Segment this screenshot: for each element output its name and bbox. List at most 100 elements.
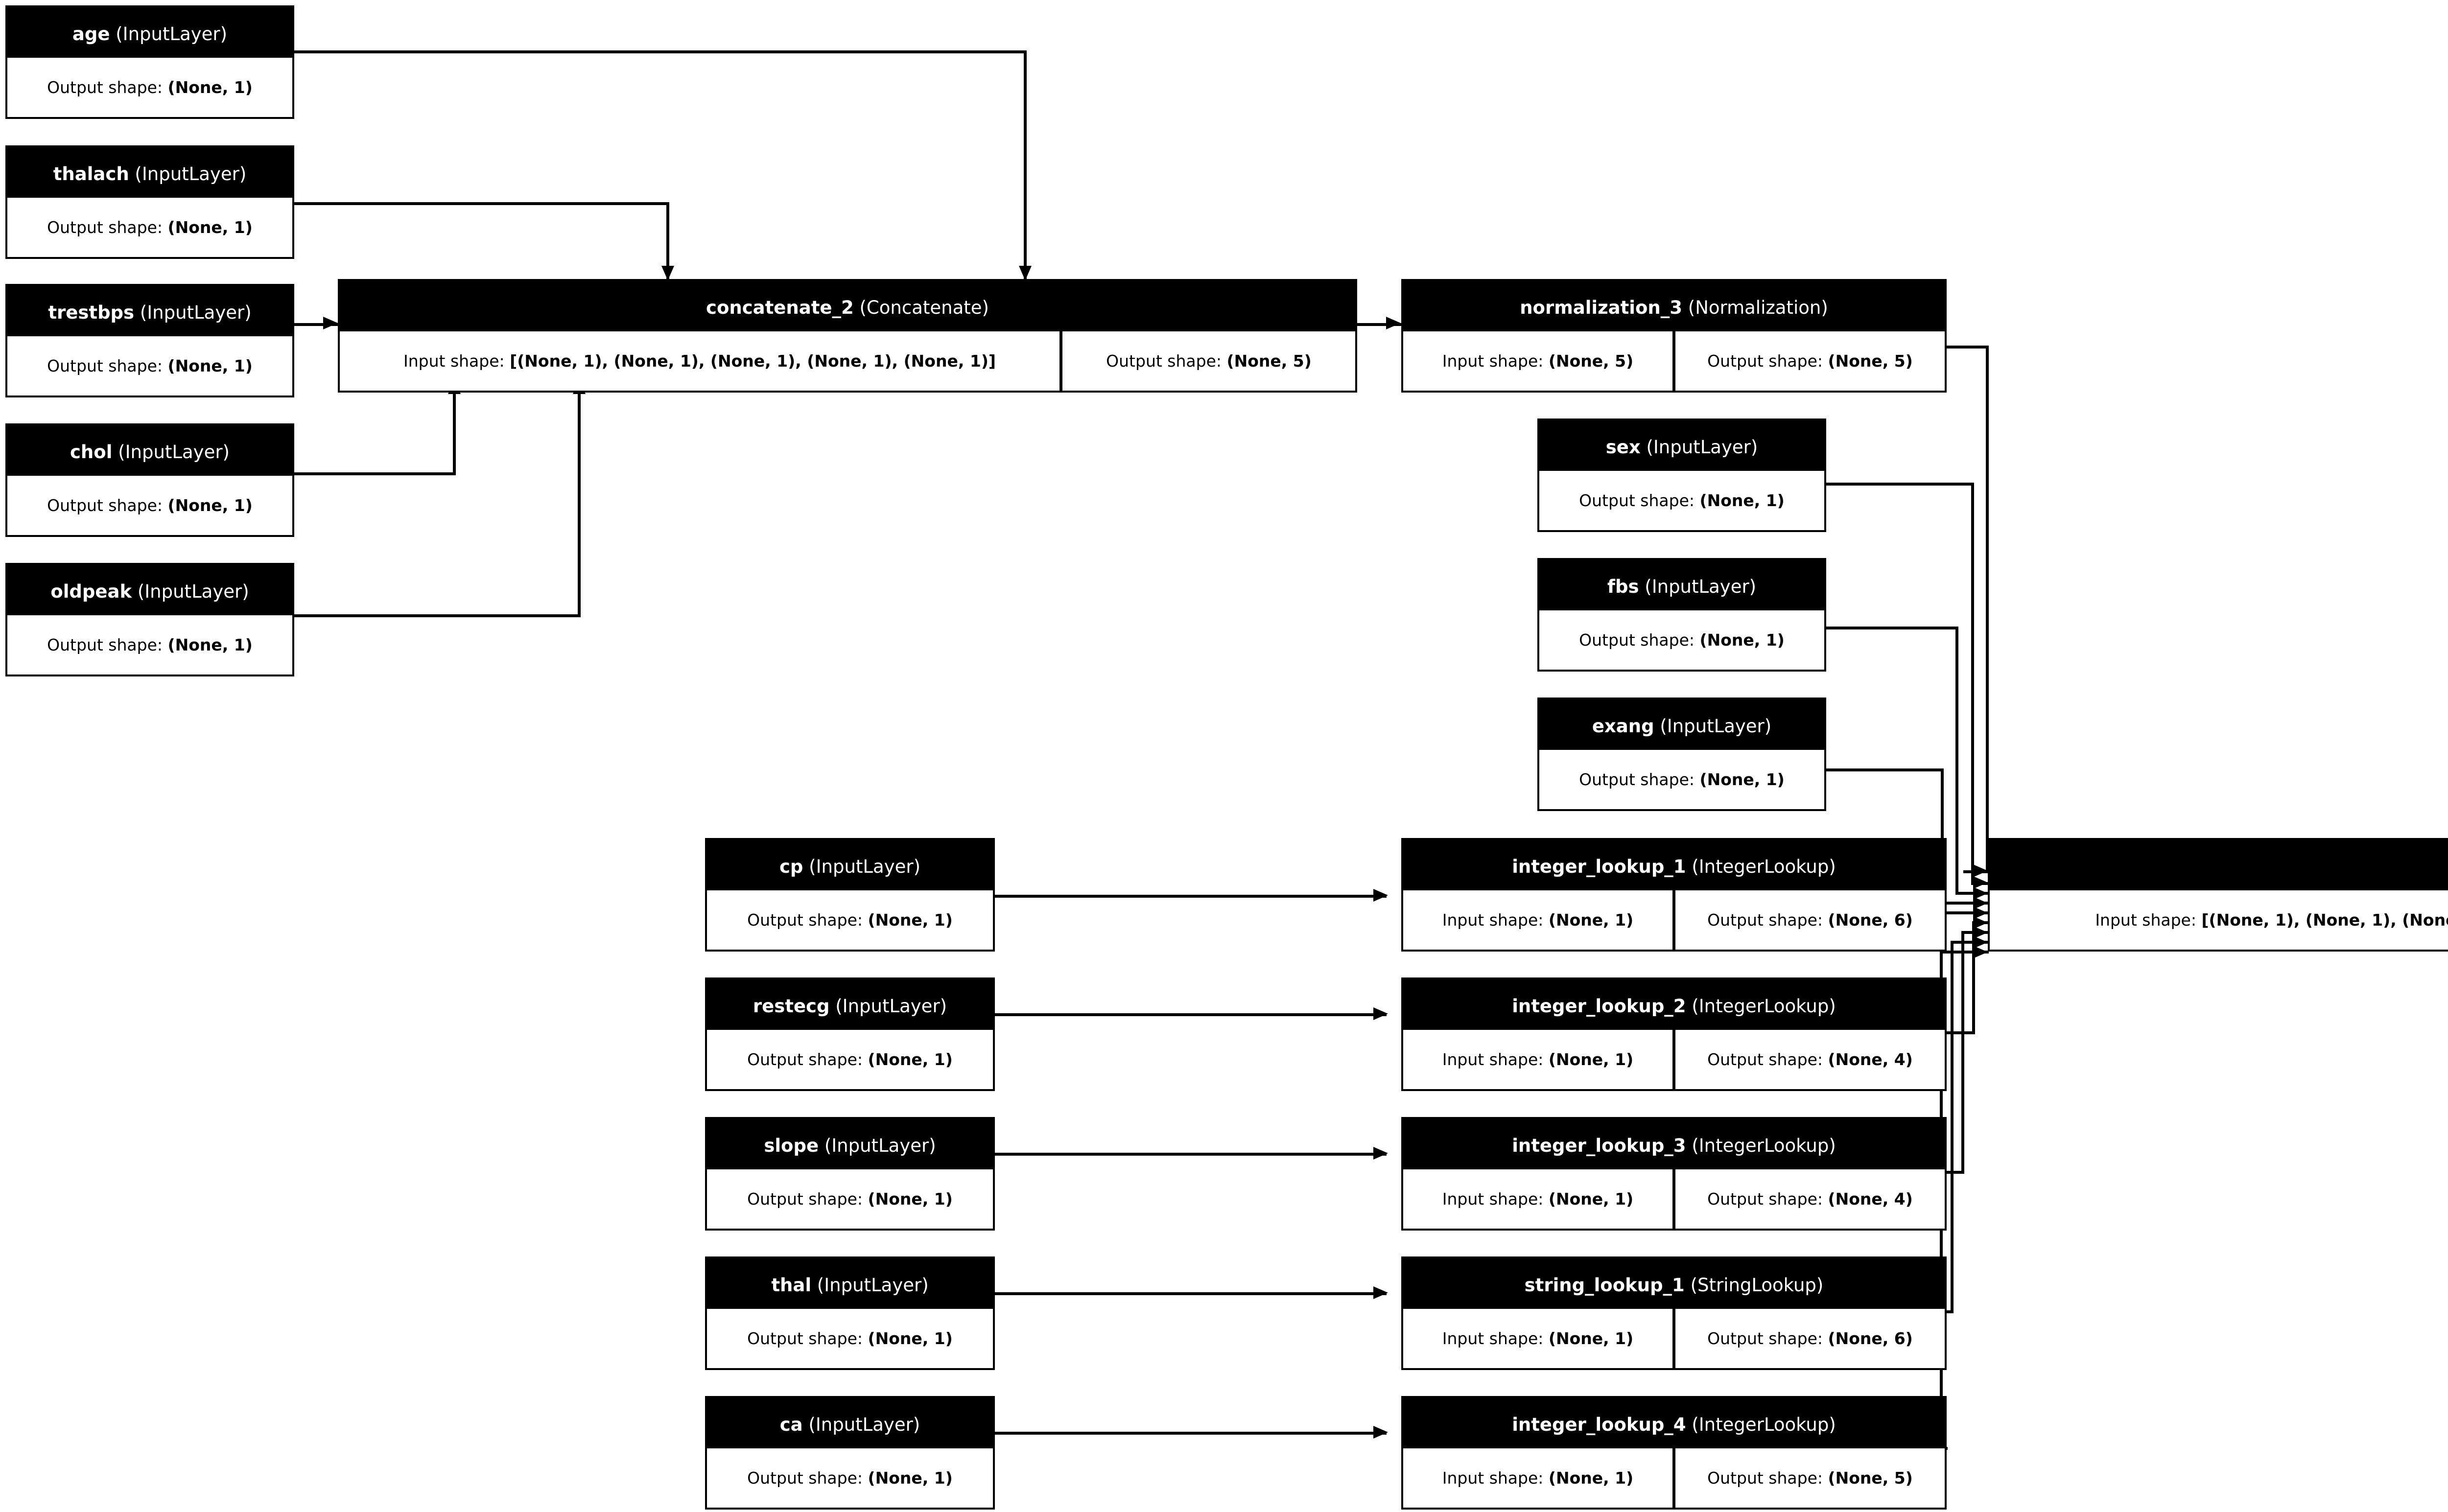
- node-integer-lookup-1[interactable]: integer_lookup_1 (IntegerLookup) Input s…: [1401, 838, 1947, 952]
- node-integer-lookup-4-type: (IntegerLookup): [1692, 1414, 1836, 1435]
- node-exang-name: exang: [1592, 716, 1654, 737]
- arrowhead-ca-to-integerlookup4: [1373, 1426, 1388, 1439]
- node-cp-header: cp (InputLayer): [707, 840, 993, 890]
- node-ca-type: (InputLayer): [808, 1414, 920, 1435]
- node-exang[interactable]: exang (InputLayer) Output shape: (None, …: [1537, 698, 1826, 811]
- output-shape-label: Output shape:: [1707, 1468, 1823, 1488]
- edge-sex-to-concatenate3-horizontal: [1826, 483, 1974, 486]
- arrowhead-slope-to-integerlookup3: [1373, 1147, 1388, 1160]
- node-string-lookup-1-output-value: (None, 6): [1828, 1329, 1913, 1348]
- node-string-lookup-1-type: (StringLookup): [1690, 1275, 1824, 1296]
- output-shape-label: Output shape:: [1579, 630, 1695, 650]
- edge-slope-to-integerlookup3: [995, 1153, 1387, 1156]
- node-fbs[interactable]: fbs (InputLayer) Output shape: (None, 1): [1537, 558, 1826, 672]
- node-concatenate-3-header: concatenate_3 (Concatenate): [1990, 840, 2448, 890]
- node-integer-lookup-1-header: integer_lookup_1 (IntegerLookup): [1403, 840, 1945, 890]
- node-normalization-3-name: normalization_3: [1520, 297, 1682, 318]
- edge-fbs-to-concatenate3-vertical: [1955, 627, 1958, 895]
- node-string-lookup-1-input-cell: Input shape: (None, 1): [1403, 1309, 1672, 1368]
- node-integer-lookup-4-header: integer_lookup_4 (IntegerLookup): [1403, 1398, 1945, 1448]
- edge-oldpeak-to-concatenate2-vertical: [578, 394, 581, 617]
- node-integer-lookup-2[interactable]: integer_lookup_2 (IntegerLookup) Input s…: [1401, 977, 1947, 1091]
- edge-integerlookup1-to-concatenate3-horizontal: [1947, 911, 1989, 914]
- node-cp-name: cp: [779, 856, 803, 877]
- node-string-lookup-1-input-value: (None, 1): [1548, 1329, 1634, 1348]
- node-integer-lookup-4[interactable]: integer_lookup_4 (IntegerLookup) Input s…: [1401, 1396, 1947, 1510]
- node-string-lookup-1-name: string_lookup_1: [1524, 1275, 1685, 1296]
- node-thal[interactable]: thal (InputLayer) Output shape: (None, 1…: [705, 1256, 995, 1370]
- node-slope-output-cell: Output shape: (None, 1): [707, 1169, 993, 1229]
- node-normalization-3-output-cell: Output shape: (None, 5): [1675, 331, 1945, 391]
- node-integer-lookup-3-type: (IntegerLookup): [1692, 1135, 1836, 1156]
- node-integer-lookup-4-input-cell: Input shape: (None, 1): [1403, 1448, 1672, 1508]
- node-trestbps-output-cell: Output shape: (None, 1): [7, 336, 292, 395]
- node-oldpeak-header: oldpeak (InputLayer): [7, 565, 292, 615]
- node-exang-output-cell: Output shape: (None, 1): [1539, 750, 1824, 809]
- node-restecg-type: (InputLayer): [835, 996, 947, 1017]
- edge-age-to-concatenate2-vertical: [1024, 50, 1027, 280]
- node-age-body: Output shape: (None, 1): [7, 58, 292, 117]
- edge-oldpeak-to-concatenate2-horizontal: [294, 614, 581, 617]
- node-integer-lookup-1-type: (IntegerLookup): [1692, 856, 1836, 877]
- node-concatenate-3-input-value: [(None, 1), (None, 1), (None, 1), (None,…: [2201, 910, 2448, 930]
- node-concatenate-2-body: Input shape: [(None, 1), (None, 1), (Non…: [340, 331, 1355, 391]
- node-slope[interactable]: slope (InputLayer) Output shape: (None, …: [705, 1117, 995, 1231]
- node-chol-name: chol: [70, 442, 113, 463]
- node-slope-header: slope (InputLayer): [707, 1119, 993, 1169]
- node-trestbps[interactable]: trestbps (InputLayer) Output shape: (Non…: [5, 284, 294, 397]
- input-shape-label: Input shape:: [403, 351, 505, 371]
- node-restecg-header: restecg (InputLayer): [707, 979, 993, 1030]
- edge-integerlookup3-to-concatenate3-horizontal: [1947, 1171, 1964, 1174]
- node-ca[interactable]: ca (InputLayer) Output shape: (None, 1): [705, 1396, 995, 1510]
- node-sex-output-value: (None, 1): [1699, 491, 1785, 510]
- node-string-lookup-1[interactable]: string_lookup_1 (StringLookup) Input sha…: [1401, 1256, 1947, 1370]
- node-integer-lookup-3-output-cell: Output shape: (None, 4): [1675, 1169, 1945, 1229]
- node-exang-body: Output shape: (None, 1): [1539, 750, 1824, 809]
- node-slope-body: Output shape: (None, 1): [707, 1169, 993, 1229]
- node-thalach-header: thalach (InputLayer): [7, 147, 292, 198]
- node-oldpeak-type: (InputLayer): [137, 581, 249, 602]
- node-age-name: age: [72, 23, 110, 45]
- node-thalach-output-cell: Output shape: (None, 1): [7, 198, 292, 257]
- node-sex[interactable]: sex (InputLayer) Output shape: (None, 1): [1537, 419, 1826, 532]
- node-fbs-name: fbs: [1607, 576, 1639, 597]
- node-concatenate-2-output-value: (None, 5): [1226, 351, 1312, 371]
- node-thalach-type: (InputLayer): [135, 163, 247, 185]
- node-integer-lookup-1-input-value: (None, 1): [1548, 910, 1634, 930]
- output-shape-label: Output shape:: [1707, 910, 1823, 930]
- node-chol-output-cell: Output shape: (None, 1): [7, 476, 292, 535]
- node-normalization-3[interactable]: normalization_3 (Normalization) Input sh…: [1401, 279, 1947, 393]
- node-age[interactable]: age (InputLayer) Output shape: (None, 1): [5, 5, 294, 119]
- node-normalization-3-header: normalization_3 (Normalization): [1403, 281, 1945, 331]
- node-restecg-body: Output shape: (None, 1): [707, 1030, 993, 1089]
- node-thalach-name: thalach: [53, 163, 129, 185]
- node-trestbps-header: trestbps (InputLayer): [7, 286, 292, 336]
- node-thalach[interactable]: thalach (InputLayer) Output shape: (None…: [5, 145, 294, 259]
- node-integer-lookup-3-output-value: (None, 4): [1828, 1189, 1913, 1209]
- node-integer-lookup-2-header: integer_lookup_2 (IntegerLookup): [1403, 979, 1945, 1030]
- node-concatenate-3-body: Input shape: [(None, 1), (None, 1), (Non…: [1990, 890, 2448, 950]
- node-restecg[interactable]: restecg (InputLayer) Output shape: (None…: [705, 977, 995, 1091]
- node-sex-name: sex: [1605, 437, 1641, 458]
- node-integer-lookup-3-body: Input shape: (None, 1) Output shape: (No…: [1403, 1169, 1945, 1229]
- node-oldpeak[interactable]: oldpeak (InputLayer) Output shape: (None…: [5, 563, 294, 676]
- node-integer-lookup-1-name: integer_lookup_1: [1512, 856, 1686, 877]
- output-shape-label: Output shape:: [747, 1329, 863, 1348]
- node-integer-lookup-4-body: Input shape: (None, 1) Output shape: (No…: [1403, 1448, 1945, 1508]
- node-integer-lookup-2-input-cell: Input shape: (None, 1): [1403, 1030, 1672, 1089]
- node-integer-lookup-1-output-value: (None, 6): [1828, 910, 1913, 930]
- node-concatenate-2[interactable]: concatenate_2 (Concatenate) Input shape:…: [338, 279, 1357, 393]
- node-integer-lookup-3-name: integer_lookup_3: [1512, 1135, 1686, 1156]
- node-concatenate-3-input-cell: Input shape: [(None, 1), (None, 1), (Non…: [1990, 890, 2448, 950]
- edge-normalization3-to-concatenate3-vertical: [1986, 346, 1989, 873]
- node-thal-output-cell: Output shape: (None, 1): [707, 1309, 993, 1368]
- node-chol[interactable]: chol (InputLayer) Output shape: (None, 1…: [5, 423, 294, 537]
- node-cp-output-value: (None, 1): [868, 910, 953, 930]
- node-integer-lookup-3[interactable]: integer_lookup_3 (IntegerLookup) Input s…: [1401, 1117, 1947, 1231]
- node-cp[interactable]: cp (InputLayer) Output shape: (None, 1): [705, 838, 995, 952]
- node-age-output-cell: Output shape: (None, 1): [7, 58, 292, 117]
- output-shape-label: Output shape:: [1707, 351, 1823, 371]
- node-oldpeak-body: Output shape: (None, 1): [7, 615, 292, 675]
- node-concatenate-3[interactable]: concatenate_3 (Concatenate) Input shape:…: [1988, 838, 2448, 952]
